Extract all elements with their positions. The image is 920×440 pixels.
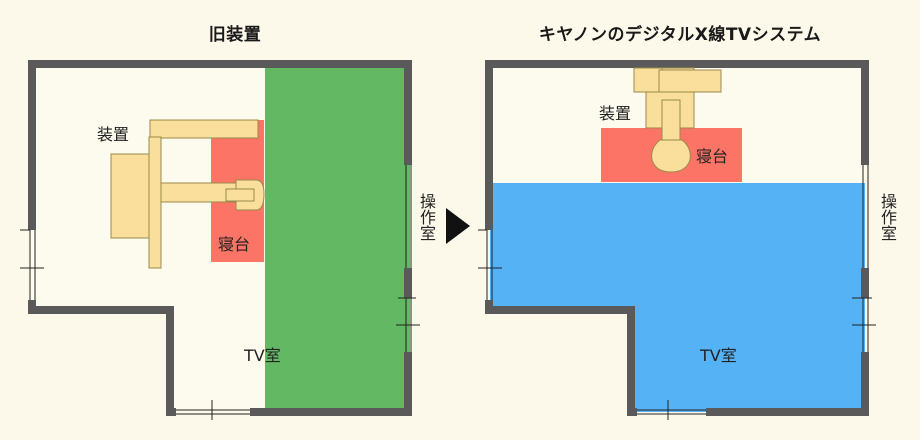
- right-openings: [478, 165, 876, 420]
- left-openings: [20, 165, 420, 420]
- left-bed-label: 寝台: [218, 235, 250, 254]
- right-walls: [485, 60, 869, 416]
- right-tv-room-label: TV室: [699, 346, 737, 365]
- old-equipment-title: 旧装置: [208, 25, 262, 45]
- right-bed-label: 寝台: [696, 147, 728, 166]
- right-equipment-label: 装置: [599, 104, 631, 123]
- left-tv-room-label: TV室: [243, 346, 281, 365]
- left-green-zone: [265, 65, 410, 412]
- left-equipment-label: 装置: [97, 125, 129, 144]
- right-operation-room-label: 操作室: [878, 193, 897, 241]
- canon-system-title: キヤノンのデジタルX線TVシステム: [538, 25, 822, 45]
- left-walls: [28, 60, 412, 416]
- play-arrow-icon: [446, 208, 470, 244]
- right-blue-zone: [490, 183, 865, 412]
- right-equipment: [601, 67, 742, 182]
- left-equipment: [110, 119, 265, 269]
- left-operation-room-label: 操作室: [417, 193, 436, 241]
